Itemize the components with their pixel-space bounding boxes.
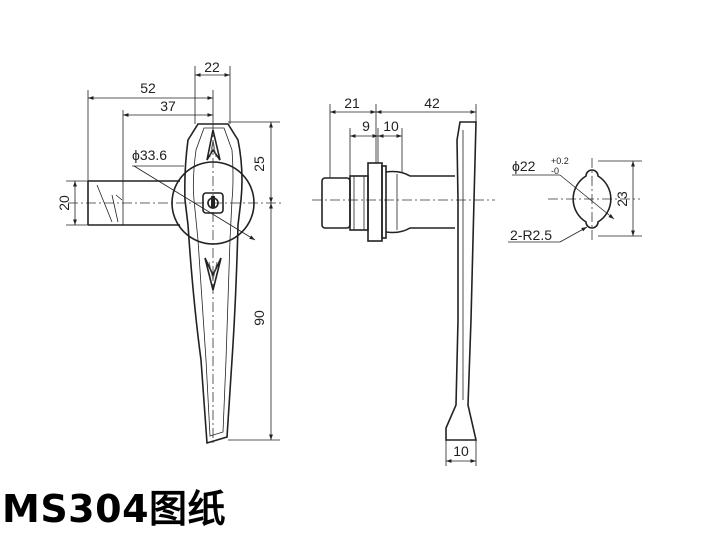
- drawing-caption: MS304图纸: [2, 487, 227, 531]
- side-lever: [445, 121, 478, 441]
- side-view: 21 42 9 10 10: [312, 95, 495, 466]
- front-view: 22 52 37 ϕ33.6 25 90 20: [56, 59, 282, 445]
- front-bottom-ornament-hatch: [208, 261, 218, 281]
- front-keyhole-frame: [202, 192, 224, 214]
- side-neck: [385, 170, 455, 234]
- dim-phi33-6: ϕ33.6: [132, 147, 167, 163]
- dim-90: 90: [251, 310, 267, 326]
- dim-21: 21: [344, 95, 360, 111]
- dim-42: 42: [424, 95, 440, 111]
- dim-2-r2-5: 2-R2.5: [510, 227, 552, 243]
- front-boss-circle: [171, 161, 255, 245]
- technical-drawing: 22 52 37 ϕ33.6 25 90 20: [56, 59, 642, 466]
- dim-22: 22: [204, 59, 220, 75]
- front-top-ornament-hatch: [209, 139, 217, 158]
- dim-10-top: 10: [383, 118, 399, 134]
- front-key-slot: [211, 196, 215, 208]
- dim-52: 52: [140, 80, 156, 96]
- front-top-ornament: [206, 129, 221, 161]
- dim-37: 37: [160, 98, 176, 114]
- dim-line-phi22-diag: [559, 174, 615, 220]
- side-cylinder-nose: [321, 177, 351, 229]
- side-flange-rim: [381, 165, 387, 239]
- front-left-stub: [87, 180, 180, 226]
- front-stub-mark: [96, 184, 123, 223]
- side-flange: [367, 162, 383, 242]
- dim-10-bottom: 10: [453, 443, 469, 459]
- side-nut: [349, 175, 369, 231]
- dim-23: 23: [614, 191, 630, 207]
- dim-25: 25: [251, 156, 267, 172]
- cutout-outline: [572, 169, 612, 229]
- dim-phi22-tol-minus: -0: [551, 166, 559, 176]
- dim-20: 20: [56, 195, 72, 211]
- dim-phi22-tol-plus: +0.2: [551, 156, 569, 166]
- dim-9: 9: [362, 118, 370, 134]
- dim-line-r-leader: [559, 226, 588, 243]
- dim-line-phi: [133, 165, 256, 241]
- dim-phi22: ϕ22: [512, 158, 536, 174]
- front-handle-inner: [192, 127, 234, 437]
- front-handle-body: [184, 123, 243, 445]
- cutout-view: ϕ22 +0.2 -0 23 2-R2.5: [508, 156, 642, 243]
